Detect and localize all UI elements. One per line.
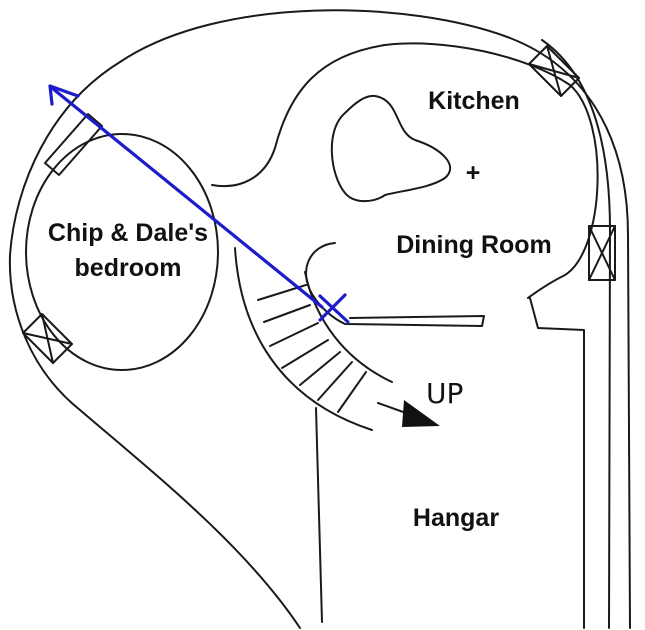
kitchen-dining-wall [211, 42, 599, 299]
bedroom-label-line2: bedroom [75, 254, 182, 282]
annotation-x-mark-2 [318, 294, 350, 324]
bedroom-label-line1: Chip & Dale's [48, 219, 208, 247]
outer-wall-inner-line [541, 39, 611, 629]
stair-inner-curve [304, 271, 393, 383]
outer-wall [8, 9, 631, 629]
window-marker-top-right [528, 45, 580, 97]
annotation-line [50, 86, 324, 309]
stair-treads [257, 284, 367, 413]
dining-room-label: Dining Room [396, 231, 552, 259]
bedroom-wall [25, 133, 219, 371]
window-marker-left [22, 313, 73, 364]
stair-outer-curve [234, 247, 373, 431]
kitchen-island [330, 94, 452, 203]
window-marker-right [588, 225, 616, 281]
hangar-left-wall [315, 407, 323, 623]
center-mark: + [466, 159, 481, 187]
kitchen-label: Kitchen [428, 87, 520, 115]
annotation-arrowhead [48, 84, 80, 106]
hangar-right-wall [529, 297, 585, 629]
stair-up-label: UP [426, 377, 463, 410]
stair-up-arrow-head [402, 400, 440, 427]
hangar-label: Hangar [413, 504, 499, 532]
window-marker-top-left [44, 113, 103, 176]
